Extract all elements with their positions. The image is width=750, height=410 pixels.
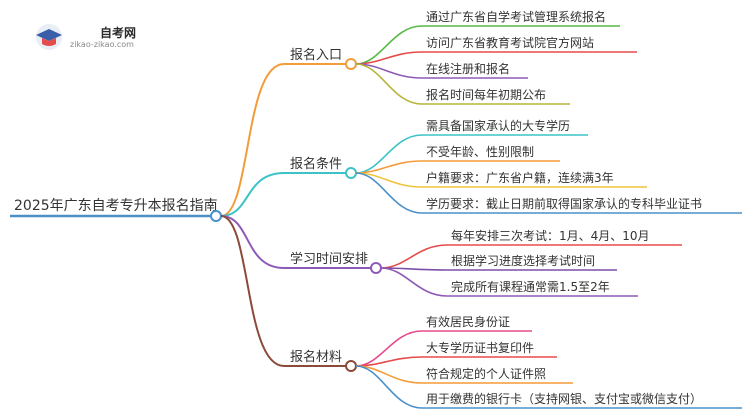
root-node: 2025年广东自考专升本报名指南 (10, 198, 222, 222)
branch-node (345, 167, 357, 179)
branch-label: 报名条件 (290, 156, 342, 172)
leaf-label: 根据学习进度选择考试时间 (451, 253, 595, 268)
branch-4: 报名材料 有效居民身份证大专学历证书复印件符合规定的个人证件照用于缴费的银行卡（支… (220, 215, 742, 409)
branch-label: 学习时间安排 (290, 251, 368, 267)
leaf-label: 有效居民身份证 (426, 314, 510, 329)
leaf-link (355, 172, 423, 214)
branch-2: 报名条件 需具备国家承认的大专学历不受年龄、性别限制户籍要求：广东省户籍，连续满3… (220, 118, 742, 217)
branch-link (220, 172, 285, 217)
branch-node (345, 58, 357, 70)
leaf-label: 访问广东省教育考试院官方网站 (426, 35, 594, 50)
leaf-link (355, 63, 423, 105)
leaf-label: 学历要求：截止日期前取得国家承认的专科毕业证书 (426, 196, 702, 211)
branch-node (345, 360, 357, 372)
leaf-label: 报名时间每年初期公布 (426, 87, 546, 102)
branch-link (220, 215, 285, 367)
leaf-label: 用于缴费的银行卡（支持网银、支付宝或微信支付） (426, 391, 702, 406)
leaf-label: 完成所有课程通常需1.5至2年 (451, 279, 610, 294)
root-connector (210, 210, 222, 222)
branch-node (370, 262, 382, 274)
leaf-link (380, 267, 448, 297)
logo-name: 自考网 (100, 26, 137, 40)
leaf-link (380, 244, 448, 269)
branch-1: 报名入口 通过广东省自学考试管理系统报名访问广东省教育考试院官方网站在线注册和报名… (220, 9, 637, 217)
graduation-cap-icon (36, 24, 62, 50)
leaf-link (355, 134, 423, 174)
logo-url: zikao-zikao.com (70, 40, 134, 49)
branch-label: 报名材料 (290, 349, 342, 365)
leaf-label: 在线注册和报名 (426, 61, 510, 76)
leaf-label: 通过广东省自学考试管理系统报名 (426, 9, 606, 24)
leaf-label: 不受年龄、性别限制 (426, 145, 534, 159)
branch-link (220, 215, 285, 269)
leaf-label: 户籍要求：广东省户籍，连续满3年 (426, 170, 614, 185)
branch-3: 学习时间安排 每年安排三次考试：1月、4月、10月根据学习进度选择考试时间完成所有… (220, 215, 682, 297)
branch-link (220, 63, 285, 217)
leaf-label: 大专学历证书复印件 (426, 340, 534, 355)
leaf-link (355, 365, 423, 409)
leaf-link (355, 356, 423, 367)
leaf-label: 每年安排三次考试：1月、4月、10月 (451, 228, 650, 243)
root-label: 2025年广东自考专升本报名指南 (14, 198, 218, 214)
site-logo[interactable]: 自考网 zikao-zikao.com (32, 20, 192, 64)
branch-label: 报名入口 (290, 47, 342, 63)
leaf-link (355, 25, 423, 65)
leaf-label: 需具备国家承认的大专学历 (426, 118, 570, 133)
leaf-label: 符合规定的个人证件照 (426, 366, 546, 381)
